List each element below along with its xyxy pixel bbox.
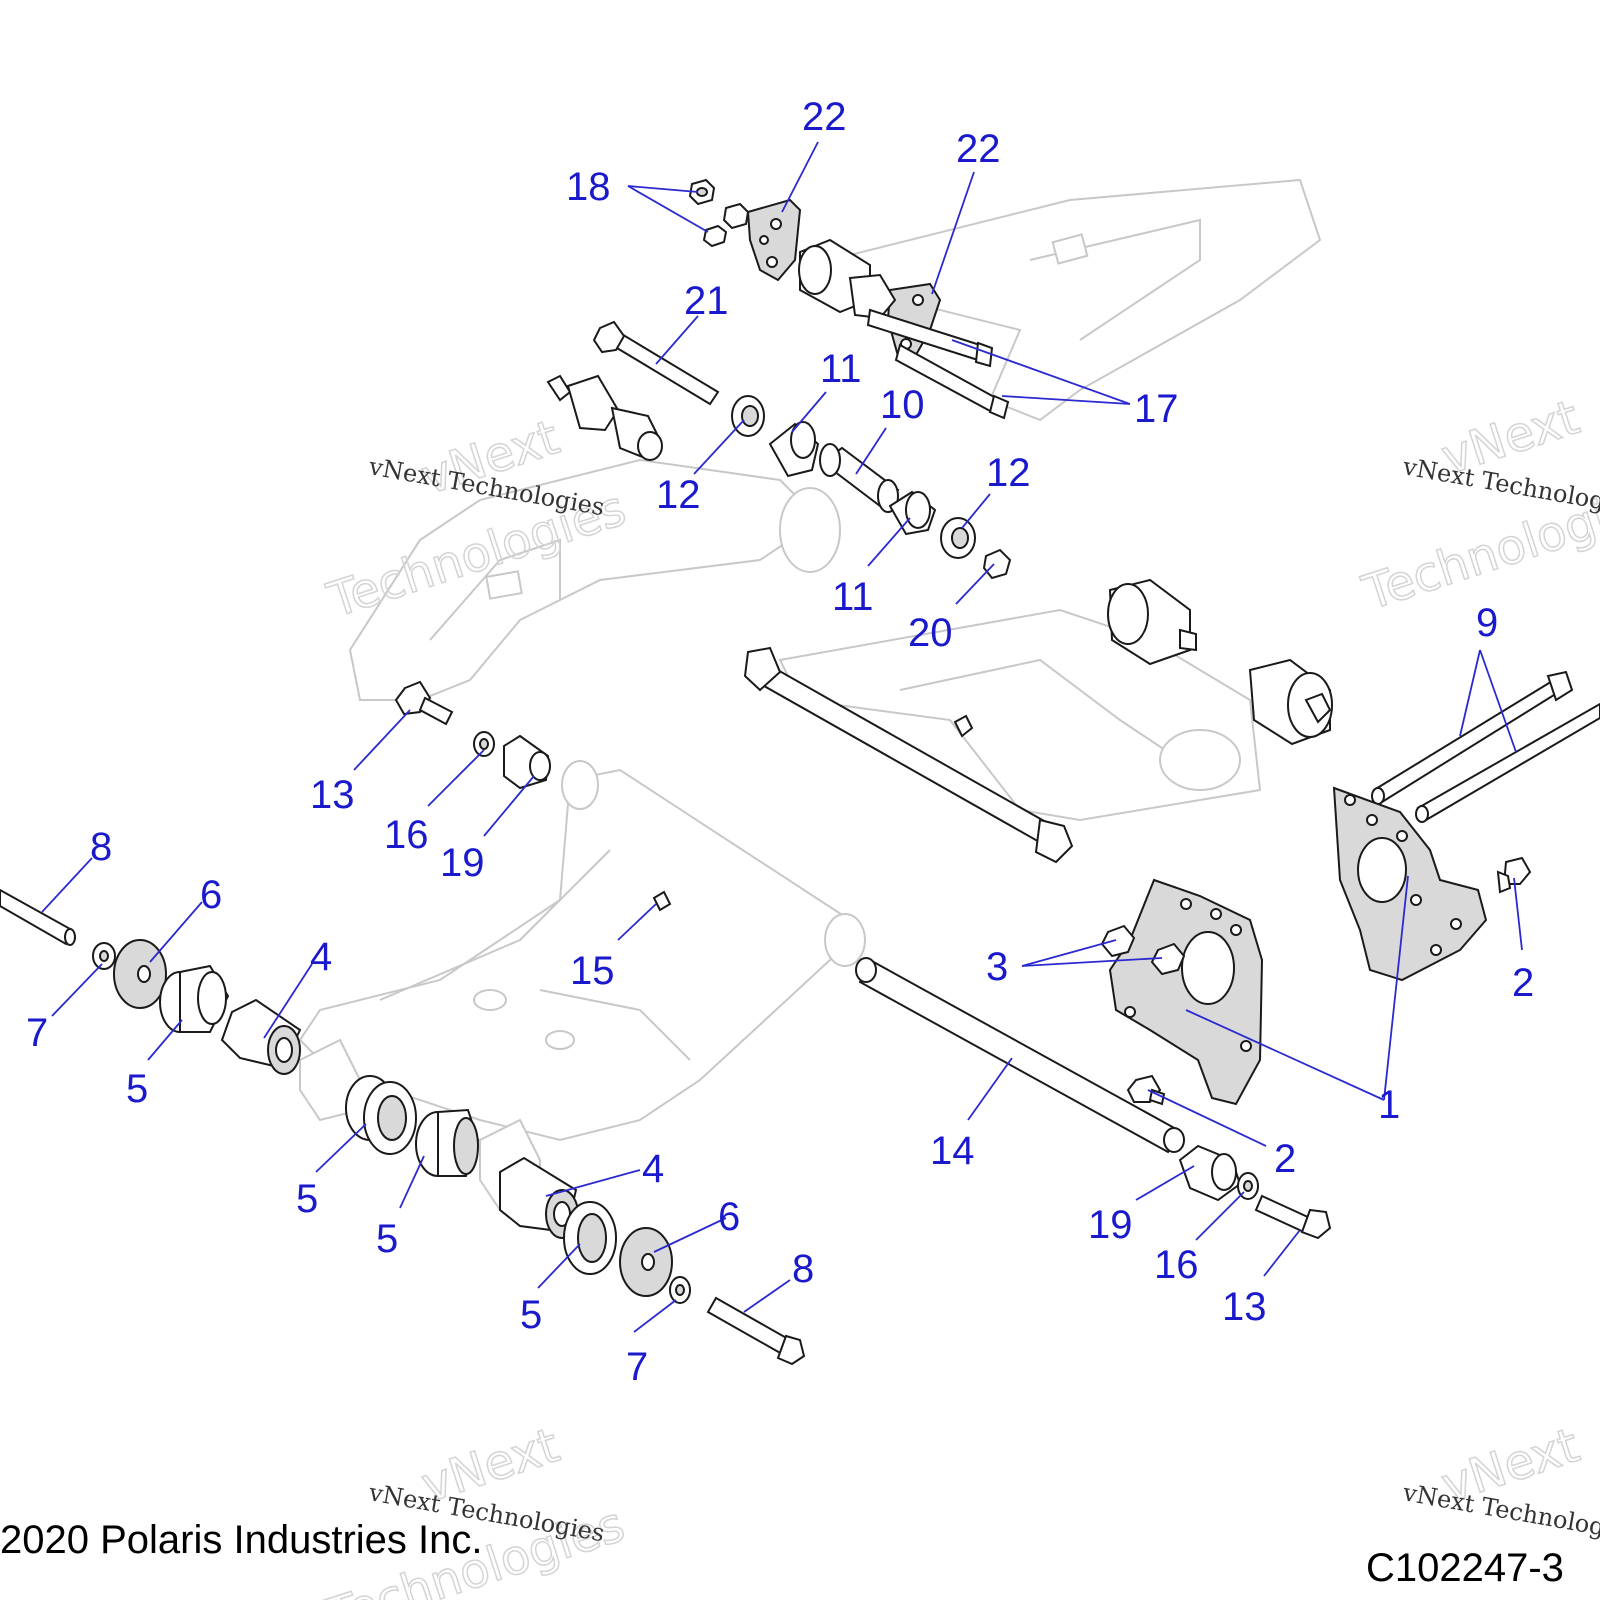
- nut-part-3-lower: [1150, 942, 1186, 976]
- callout-22-right: 22: [956, 127, 1001, 171]
- bushing-part-11-right: [888, 490, 937, 536]
- flange-bushing-part-5-d: [563, 1201, 617, 1275]
- callout-16-lower: 16: [1154, 1243, 1199, 1287]
- callout-6-lower: 6: [718, 1195, 740, 1239]
- callout-3: 3: [986, 945, 1008, 989]
- callout-4-upper: 4: [310, 935, 332, 979]
- lower-control-arm-ghost: [298, 760, 866, 1212]
- upper-control-arm-ghost: [827, 178, 1322, 422]
- callout-2-middle: 2: [1274, 1137, 1296, 1181]
- watermark-upper-right: vNext Technologies vNext Technologies: [1355, 389, 1600, 623]
- bushing-part-19-upper: [503, 734, 551, 790]
- copyright-notice: 2020 Polaris Industries Inc.: [0, 1518, 483, 1562]
- callout-16-upper: 16: [384, 813, 429, 857]
- callout-labels: 22 22 18 21 11 10 17 12 12 11 20 9 13 16…: [26, 95, 1534, 1389]
- grease-fitting-part-15: [652, 890, 672, 912]
- leader-lines: [41, 141, 1523, 1333]
- sleeve-part-4-lower: [499, 1156, 579, 1239]
- callout-9: 9: [1476, 601, 1498, 645]
- pivot-shaft-part-14: [855, 957, 1185, 1154]
- bolt-part-13-upper: [394, 680, 454, 726]
- callout-10: 10: [880, 383, 925, 427]
- washer-part-7-lower: [669, 1276, 691, 1304]
- bushing-part-19-lower: [1178, 1144, 1242, 1202]
- trailing-arm-shaft: [743, 646, 1074, 864]
- callout-22-left: 22: [802, 95, 847, 139]
- callout-12-left: 12: [656, 473, 701, 517]
- bolt-part-13-lower: [1254, 1194, 1332, 1240]
- upper-pivot-bushing: [798, 238, 897, 320]
- flange-bushing-part-5-b: [345, 1075, 417, 1155]
- callout-4-lower: 4: [642, 1147, 664, 1191]
- bolt-part-17-upper: [866, 308, 994, 368]
- callout-1: 1: [1378, 1083, 1400, 1127]
- nut-part-18-lower: [702, 224, 728, 248]
- callout-8-upper: 8: [90, 825, 112, 869]
- bolt-part-2-right: [1496, 856, 1532, 894]
- callout-7-lower: 7: [626, 1345, 648, 1389]
- callout-18: 18: [566, 165, 611, 209]
- callout-5-mid-left: 5: [296, 1177, 318, 1221]
- nut-mounted-upper: [722, 202, 750, 230]
- callout-11-lower: 11: [832, 575, 874, 619]
- callout-7-upper: 7: [26, 1011, 48, 1055]
- figure-id: C102247-3: [1366, 1546, 1564, 1590]
- bolt-part-9-upper: [1371, 670, 1574, 805]
- callout-13-lower: 13: [1222, 1285, 1267, 1329]
- thrust-washer-part-6-lower: [619, 1227, 673, 1297]
- callout-19-lower: 19: [1088, 1203, 1133, 1247]
- bolt-part-21: [592, 320, 720, 406]
- callout-11-upper: 11: [820, 347, 862, 391]
- watermark-lower-left: vNext Technologies vNext Technologies: [319, 1417, 632, 1600]
- bracket-part-1-right: [1332, 786, 1488, 982]
- callout-17: 17: [1134, 387, 1179, 431]
- washer-part-7-upper: [92, 942, 116, 970]
- bolt-part-17-lower: [894, 343, 1010, 420]
- bracket-part-1-middle: [1108, 878, 1264, 1106]
- callout-5-upper: 5: [126, 1067, 148, 1111]
- callout-5-mid: 5: [376, 1217, 398, 1261]
- grease-fitting-upper: [953, 714, 974, 738]
- callout-13-upper: 13: [310, 773, 355, 817]
- nut-part-20: [982, 548, 1012, 580]
- bolt-part-2-middle: [1126, 1074, 1166, 1106]
- sleeve-part-4-upper: [220, 998, 302, 1075]
- callout-5-lower: 5: [520, 1293, 542, 1337]
- trailing-arm-bushing-upper: [1107, 578, 1197, 666]
- trailing-arm-bushing-lower: [1248, 658, 1333, 746]
- bolt-part-8-lower: [706, 1296, 806, 1366]
- thrust-washer-part-6-upper: [113, 939, 167, 1009]
- callout-2-right: 2: [1512, 961, 1534, 1005]
- bolt-part-9-lower: [1415, 702, 1600, 823]
- callout-20: 20: [908, 611, 953, 655]
- callout-8-lower: 8: [792, 1247, 814, 1291]
- callout-19-upper: 19: [440, 841, 485, 885]
- bolt-part-8-upper: [0, 888, 76, 946]
- shock-eye-assembly: [546, 374, 663, 462]
- nut-part-18-upper: [688, 178, 716, 206]
- bracket-part-22-left: [746, 198, 802, 282]
- washer-part-12-left: [731, 395, 765, 437]
- callout-15: 15: [570, 949, 615, 993]
- nut-part-3-upper: [1100, 924, 1136, 958]
- flange-bushing-part-5-a: [159, 964, 230, 1033]
- callout-14: 14: [930, 1129, 975, 1173]
- washer-part-12-right: [940, 517, 976, 559]
- lower-arm-rear-ghost: [348, 458, 841, 701]
- watermark-lower-right: vNext vNext Technologies: [1400, 1417, 1600, 1548]
- bushing-part-11-left: [768, 421, 820, 478]
- callout-6-upper: 6: [200, 873, 222, 917]
- callout-21: 21: [684, 279, 729, 323]
- trailing-arm-ghost: [778, 608, 1262, 822]
- washer-part-16-upper: [473, 731, 495, 757]
- callout-12-right: 12: [986, 451, 1031, 495]
- flange-bushing-part-5-c: [415, 1108, 480, 1177]
